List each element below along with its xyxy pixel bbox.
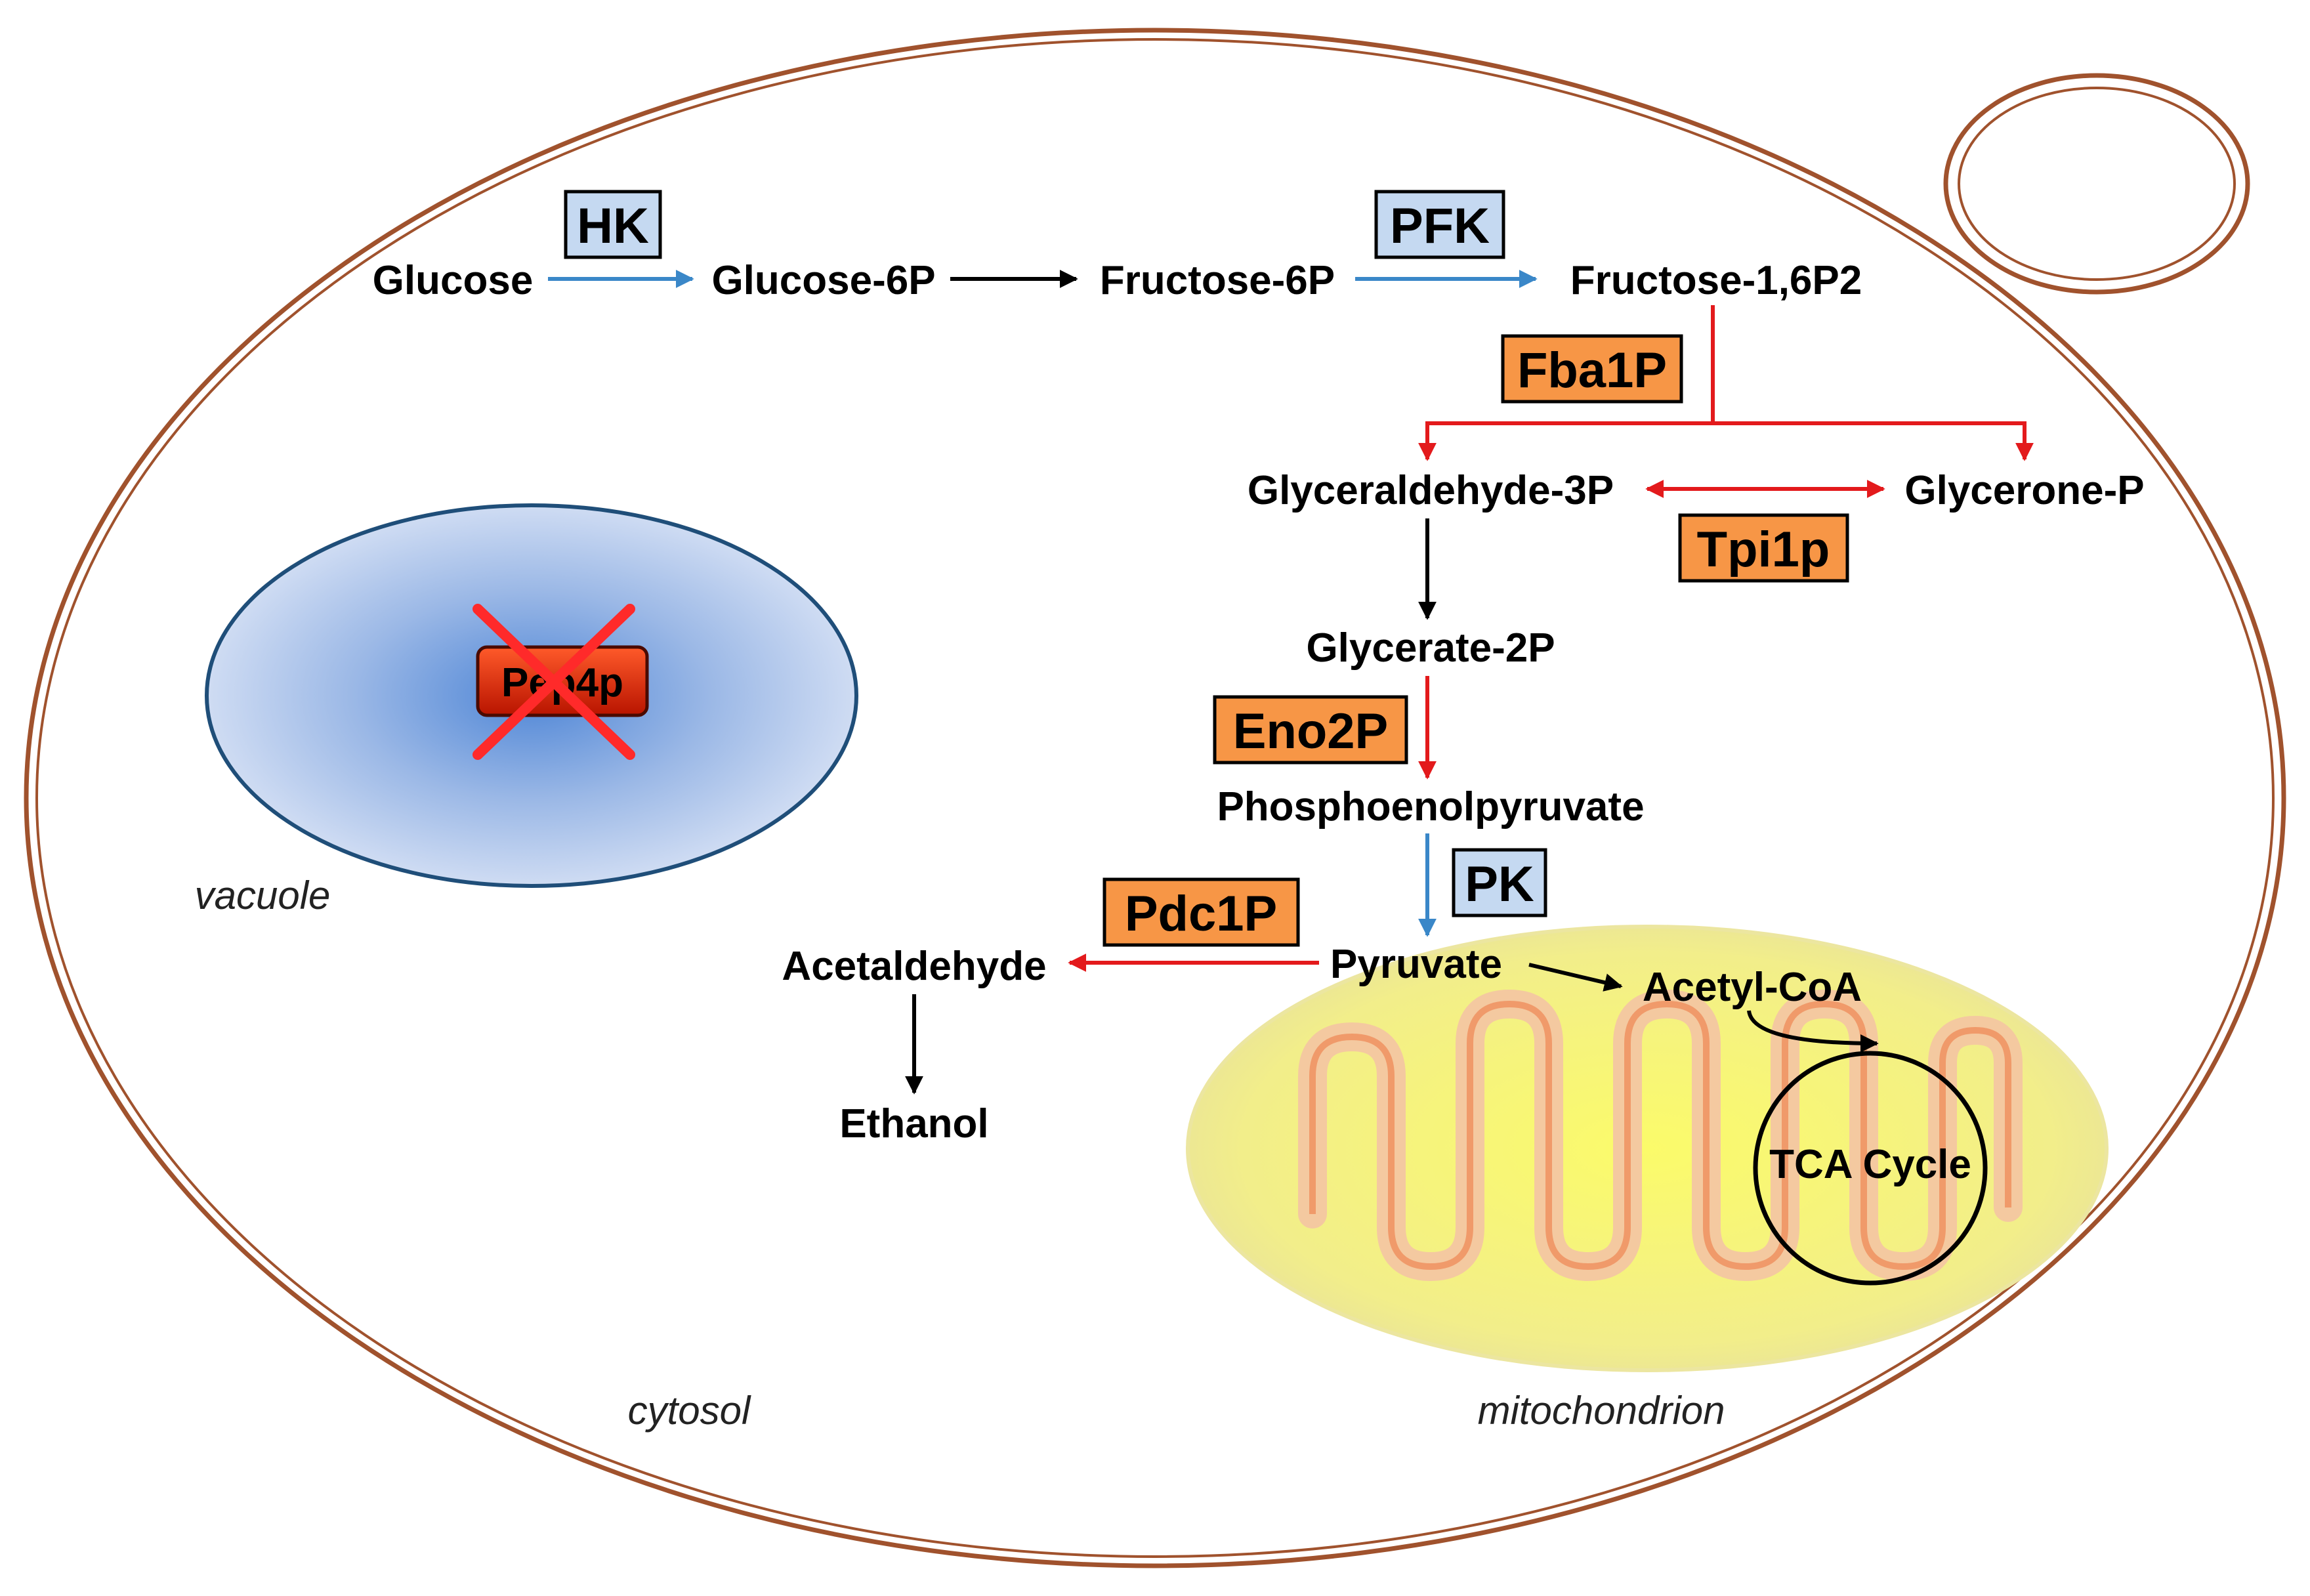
enzyme-tpi1p-label: Tpi1p bbox=[1697, 522, 1830, 578]
arrow-acetylcoa-to-tca bbox=[1747, 1010, 1879, 1053]
enzyme-fba1p-label: Fba1P bbox=[1517, 343, 1667, 398]
enzyme-pdc1p-label: Pdc1P bbox=[1125, 886, 1277, 942]
metabolite-glycerone-p: Glycerone-P bbox=[1904, 468, 2144, 513]
metabolite-acetaldehyde: Acetaldehyde bbox=[782, 944, 1046, 989]
enzyme-eno2p: Eno2P bbox=[1213, 695, 1408, 765]
enzyme-pk-label: PK bbox=[1465, 856, 1534, 912]
enzyme-pdc1p: Pdc1P bbox=[1102, 877, 1300, 947]
arrow-pyruvate-to-acetylcoa bbox=[1528, 963, 1623, 992]
metabolite-pyruvate: Pyruvate bbox=[1330, 942, 1502, 987]
metabolite-phosphoenolpyruvate: Phosphoenolpyruvate bbox=[1217, 784, 1644, 830]
enzyme-hk: HK bbox=[564, 190, 662, 259]
compartment-vacuole-label: vacuole bbox=[195, 873, 331, 917]
metabolite-glucose-6p: Glucose-6P bbox=[711, 258, 935, 303]
metabolite-glyceraldehyde-3p: Glyceraldehyde-3P bbox=[1248, 468, 1614, 513]
enzyme-hk-label: HK bbox=[577, 198, 649, 254]
enzyme-pk: PK bbox=[1452, 848, 1547, 917]
metabolite-acetyl-coa: Acetyl-CoA bbox=[1643, 965, 1862, 1010]
compartment-mitochondrion-label: mitochondrion bbox=[1478, 1389, 1725, 1433]
metabolite-fructose-16p2: Fructose-1,6P2 bbox=[1570, 258, 1862, 303]
enzyme-eno2p-label: Eno2P bbox=[1233, 704, 1389, 759]
tca-cycle: TCA Cycle bbox=[1753, 1051, 1988, 1286]
metabolite-glucose: Glucose bbox=[373, 258, 534, 303]
metabolite-ethanol: Ethanol bbox=[839, 1101, 988, 1146]
enzyme-pfk-label: PFK bbox=[1390, 198, 1490, 254]
enzyme-tpi1p: Tpi1p bbox=[1678, 513, 1849, 583]
metabolite-fructose-6p: Fructose-6P bbox=[1100, 258, 1335, 303]
metabolite-glycerate-2p: Glycerate-2P bbox=[1306, 625, 1555, 671]
enzyme-pfk: PFK bbox=[1374, 190, 1505, 259]
pep4p-deleted-enzyme: Pep4p bbox=[472, 604, 649, 760]
compartment-cytosol-label: cytosol bbox=[628, 1389, 751, 1433]
arrow-aldolase-split bbox=[1418, 305, 2034, 461]
enzyme-fba1p: Fba1P bbox=[1501, 334, 1683, 404]
cell-membrane bbox=[24, 28, 2286, 1568]
tca-cycle-label: TCA Cycle bbox=[1769, 1142, 1971, 1187]
bud-ring bbox=[1943, 73, 2250, 295]
